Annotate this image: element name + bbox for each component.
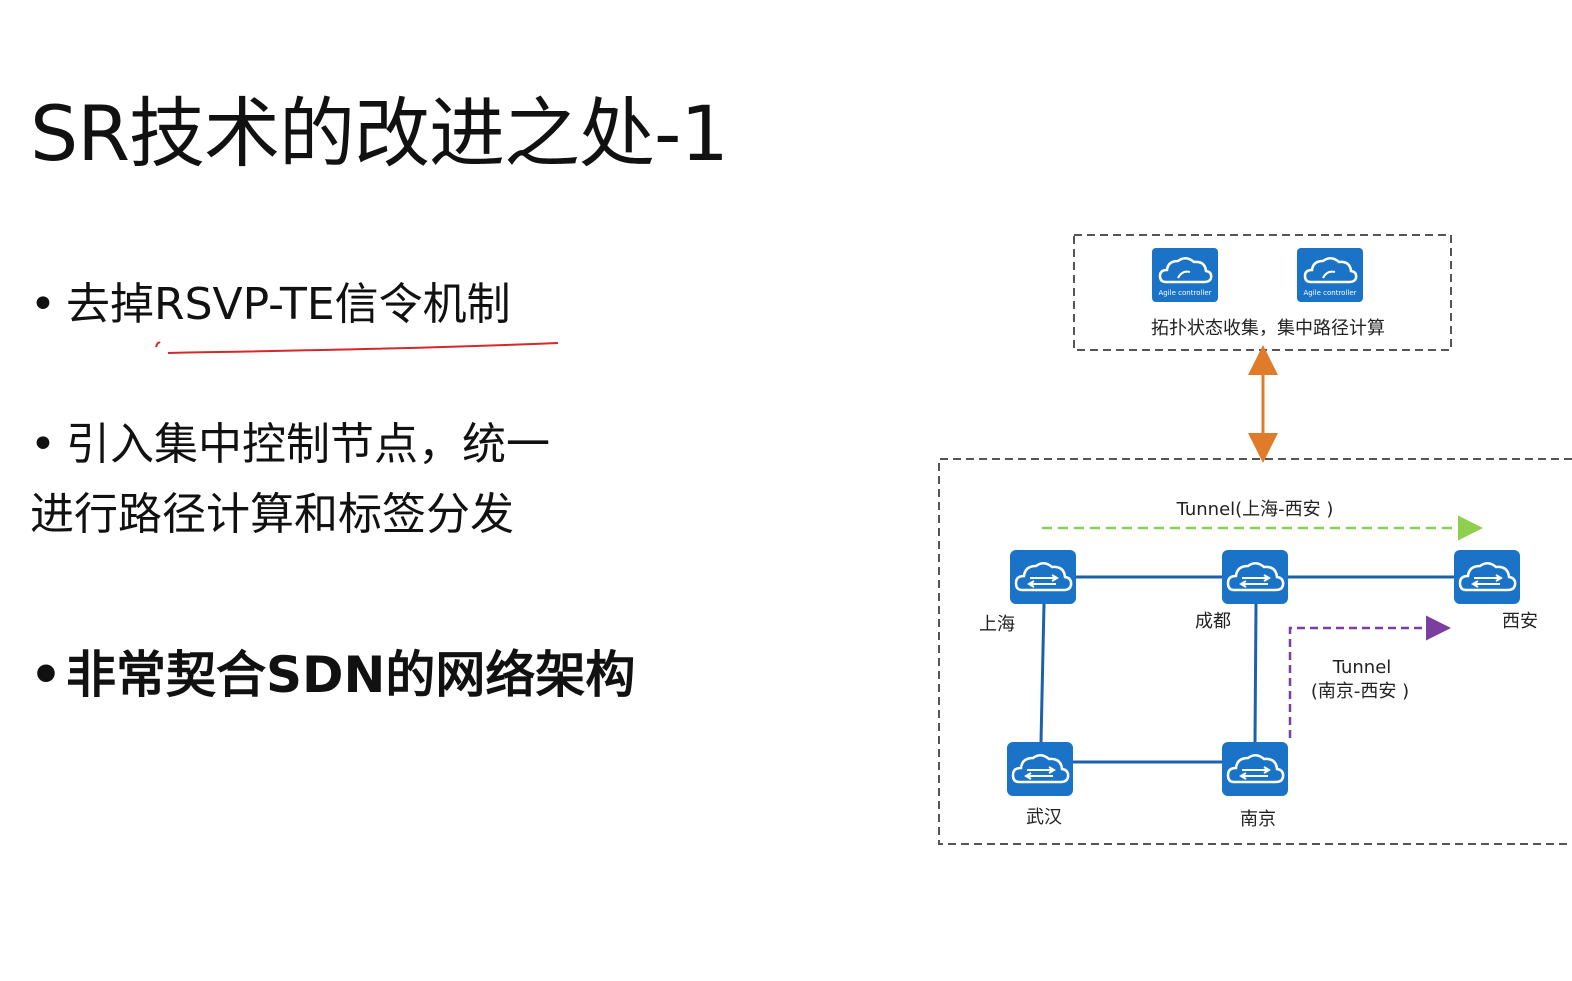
- router-icon: [1005, 740, 1075, 798]
- cloud-controller-icon: Agile controller: [1295, 246, 1365, 304]
- bullet-3: •非常契合SDN的网络架构: [30, 640, 635, 710]
- tunnel-shanghai-xian-label: Tunnel(上海-西安 ): [1176, 499, 1334, 520]
- link-shanghai-wuhan: [1039, 603, 1046, 743]
- network-domain-box: [938, 458, 1572, 845]
- router-icon: [1220, 548, 1290, 606]
- tunnel-nanjing-xian-label-2: (南京-西安 ): [1311, 681, 1409, 702]
- bullet-3-text: 非常契合SDN的网络架构: [66, 646, 636, 704]
- tunnel-nanjing-xian-arrow: [1288, 615, 1451, 738]
- link-chengdu-nanjing: [1253, 603, 1258, 743]
- bullet-2-line1: 引入集中控制节点，统一: [66, 419, 550, 470]
- bullet-marker: •: [30, 419, 56, 470]
- handwritten-underline: [155, 341, 559, 354]
- router-icon: [1220, 740, 1290, 798]
- controller-caption: 拓扑状态收集，集中路径计算: [1151, 318, 1385, 339]
- controller-2-label: Agile controller: [1303, 289, 1356, 297]
- router-icon: [1452, 548, 1522, 606]
- bullet-marker: •: [30, 279, 56, 330]
- tunnel-nanjing-xian-label-1: Tunnel: [1332, 657, 1392, 678]
- slide-title: SR技术的改进之处-1: [30, 89, 729, 178]
- node-label-nanjing: 南京: [1240, 809, 1276, 830]
- bullet-1: •去掉RSVP-TE信令机制: [30, 270, 511, 340]
- network-links: [1039, 575, 1454, 764]
- bullet-2: •引入集中控制节点，统一 进行路径计算和标签分发: [30, 410, 550, 550]
- node-label-chengdu: 成都: [1195, 611, 1231, 632]
- cloud-controller-icon: Agile controller: [1150, 246, 1220, 304]
- node-label-xian: 西安: [1502, 611, 1538, 632]
- router-icon: [1008, 548, 1078, 606]
- bullet-marker: •: [30, 646, 62, 704]
- node-label-wuhan: 武汉: [1026, 807, 1062, 828]
- bullet-1-text: 去掉RSVP-TE信令机制: [66, 279, 511, 330]
- node-label-shanghai: 上海: [979, 614, 1015, 635]
- controller-1-label: Agile controller: [1158, 289, 1211, 297]
- bullet-2-line2: 进行路径计算和标签分发: [30, 489, 514, 540]
